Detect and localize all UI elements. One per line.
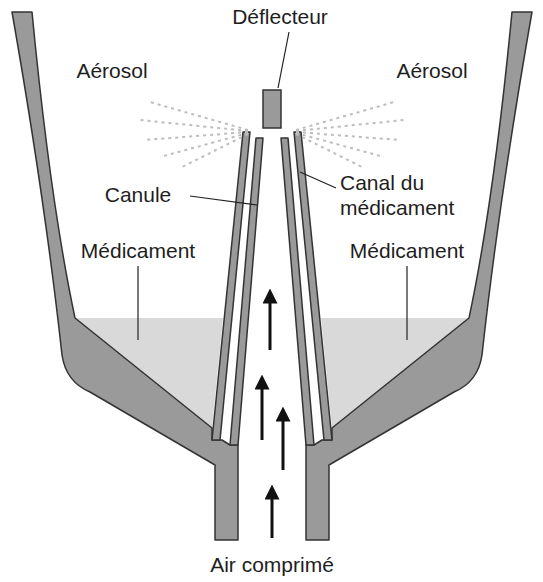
drug-channel-label: Canal du médicament: [340, 170, 475, 220]
drug-label: Médicament: [60, 238, 216, 263]
nebulizer-left-half: [12, 12, 263, 540]
nebulizer-right-half: [281, 12, 532, 540]
cannula-label: Canule: [88, 182, 188, 207]
compressed-air-label: Air comprimé: [170, 552, 374, 577]
drug-label: Médicament: [329, 238, 485, 263]
deflector: [263, 90, 281, 128]
air-arrows: [262, 296, 283, 538]
aerosol-label: Aérosol: [382, 58, 482, 83]
deflector-label: Déflecteur: [220, 4, 340, 29]
aerosol-label: Aérosol: [62, 58, 162, 83]
